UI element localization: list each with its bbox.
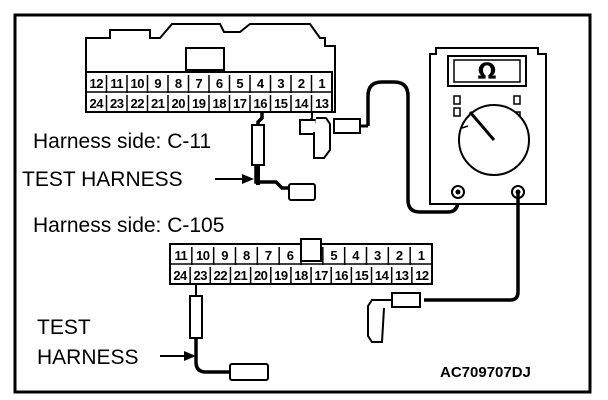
- c11-pin-23: 23: [110, 96, 124, 111]
- c11-pin-19: 19: [192, 96, 206, 111]
- c105-pin-2: 2: [396, 248, 403, 263]
- label-test-harness-upper: TEST HARNESS: [22, 168, 183, 191]
- label-harness-c105: Harness side: C-105: [33, 214, 224, 237]
- c11-pin-16: 16: [254, 96, 268, 111]
- c105-pin-3: 3: [374, 248, 381, 263]
- lead-meter-to-c105: [424, 192, 520, 302]
- c105-pin-13: 13: [395, 268, 409, 283]
- label-harness: HARNESS: [37, 346, 139, 369]
- c11-pin-24: 24: [90, 96, 105, 111]
- c105-pin-24: 24: [173, 268, 188, 283]
- dial-pointer: [468, 111, 496, 141]
- c105-pin-18: 18: [294, 268, 308, 283]
- c11-pin-21: 21: [151, 96, 165, 111]
- c105-pin-22: 22: [214, 268, 228, 283]
- label-harness-c11: Harness side: C-11: [33, 130, 211, 153]
- c11-probe-pin16: [251, 112, 316, 201]
- c105-pin-5: 5: [330, 248, 337, 263]
- ohm-symbol: Ω: [478, 60, 497, 85]
- c11-pin-11: 11: [110, 76, 123, 91]
- c105-pin-8: 8: [243, 248, 250, 263]
- c11-pin-2: 2: [298, 76, 305, 91]
- c105-probe-pin12: [367, 292, 421, 343]
- c105-pin-11: 11: [175, 248, 188, 263]
- c11-pin-1: 1: [318, 76, 325, 91]
- c105-lock-tab: [300, 238, 322, 262]
- c105-pin-16: 16: [335, 268, 349, 283]
- c11-pin-7: 7: [195, 76, 202, 91]
- c11-pin-3: 3: [277, 76, 284, 91]
- c11-pin-5: 5: [236, 76, 243, 91]
- c105-pin-15: 15: [355, 268, 369, 283]
- c11-pin-15: 15: [274, 96, 288, 111]
- c11-pin-13: 13: [315, 96, 329, 111]
- c11-probe-pin14: [299, 112, 368, 159]
- c105-pin-6: 6: [287, 248, 294, 263]
- c105-pin-21: 21: [234, 268, 248, 283]
- c11-pin-18: 18: [213, 96, 227, 111]
- c105-pin-23: 23: [193, 268, 207, 283]
- c105-pin-12: 12: [415, 268, 429, 283]
- label-test: TEST: [37, 316, 91, 339]
- c11-pin-14: 14: [295, 96, 310, 111]
- c11-pin-20: 20: [172, 96, 186, 111]
- c105-pin-20: 20: [254, 268, 268, 283]
- c105-pin-9: 9: [221, 248, 228, 263]
- c105-pin-14: 14: [375, 268, 390, 283]
- c105-pin-19: 19: [274, 268, 288, 283]
- c11-pin-22: 22: [131, 96, 145, 111]
- c105-pin-7: 7: [265, 248, 272, 263]
- c105-pin-10: 10: [196, 248, 210, 263]
- c11-pin-9: 9: [154, 76, 161, 91]
- c105-pin-1: 1: [418, 248, 425, 263]
- c105-pin-17: 17: [314, 268, 328, 283]
- c11-pin-8: 8: [175, 76, 182, 91]
- figure-code: AC709707DJ: [440, 364, 531, 381]
- c105-probe-pin23: [189, 284, 269, 381]
- c11-pin-6: 6: [216, 76, 223, 91]
- c105-pin-4: 4: [352, 248, 360, 263]
- multimeter: Ω: [429, 47, 547, 205]
- c11-pin-4: 4: [257, 76, 265, 91]
- figure-frame: [13, 13, 592, 394]
- c11-pin-17: 17: [233, 96, 247, 111]
- c11-pin-10: 10: [131, 76, 145, 91]
- c11-pin-12: 12: [90, 76, 104, 91]
- lead-c11-to-meter: [366, 80, 460, 214]
